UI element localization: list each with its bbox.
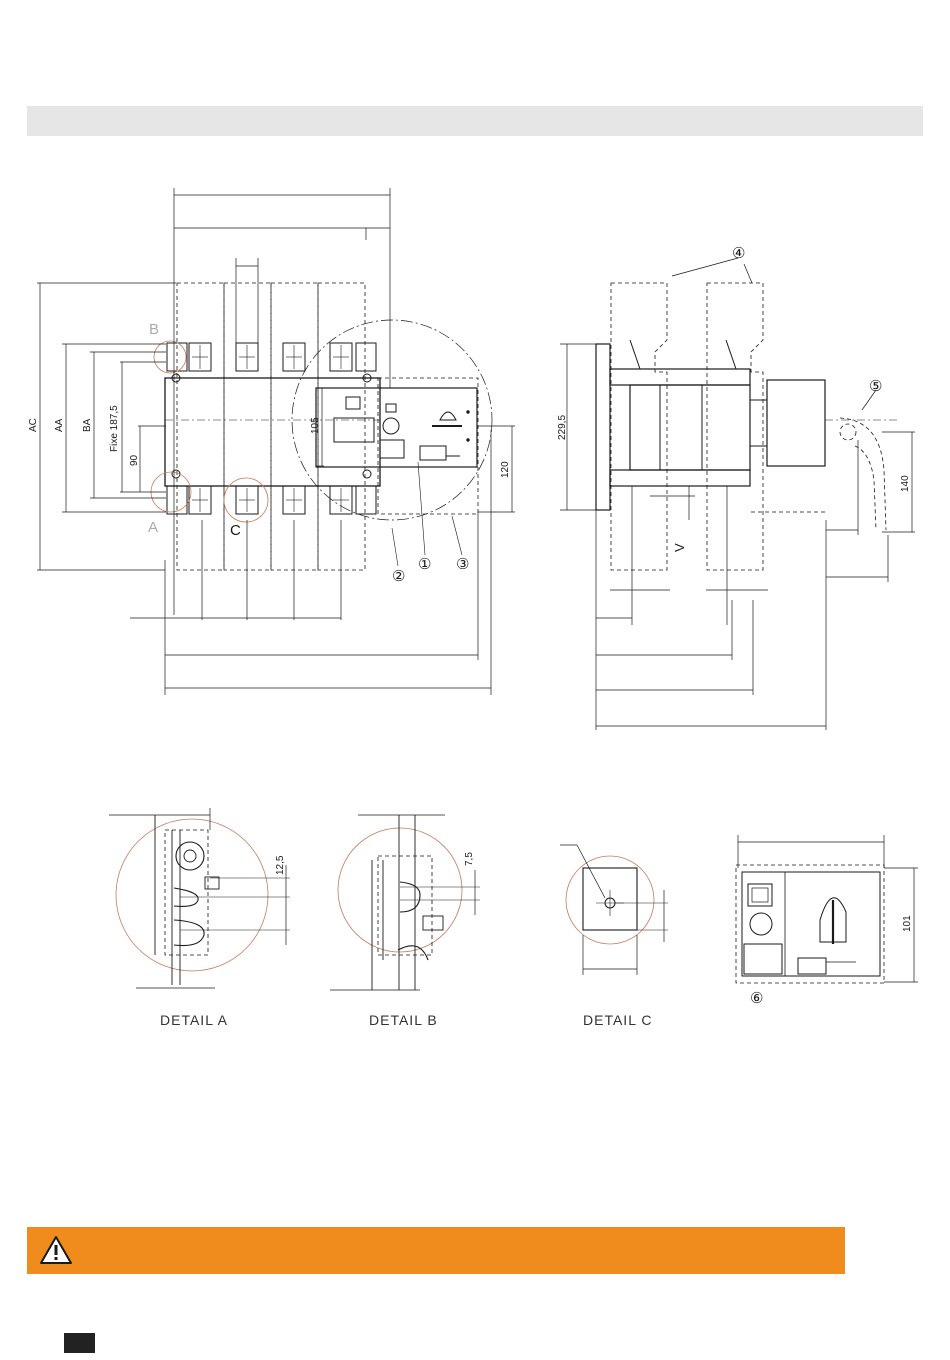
label-90: 90 [129,454,140,466]
label-a: A [148,519,158,536]
label-7-5: 7,5 [464,852,475,866]
label-fixe: Fixe 187,5 [109,405,120,452]
callout-6: ⑥ [750,990,763,1007]
callout-2: ② [392,568,405,585]
label-b: B [149,321,159,338]
detail-c-title: DETAIL C [583,1012,652,1028]
detail-c [560,845,668,975]
warning-triangle-icon [39,1235,73,1265]
callout-5: ⑤ [869,378,882,395]
side-view [596,283,900,625]
callout-4: ④ [732,245,745,262]
label-c: C [230,522,241,539]
detail-control-panel [736,835,918,983]
page-number-box [64,1333,95,1353]
label-ac: AC [28,418,39,432]
detail-a-title: DETAIL A [160,1012,228,1028]
side-dimensions [560,258,915,730]
callout-3: ③ [456,556,469,573]
label-229: 229,5 [557,415,568,440]
label-aa: AA [54,418,65,432]
label-105: 105 [310,417,321,434]
label-12-5: 12,5 [275,855,286,875]
label-ba: BA [82,418,93,432]
label-v: V [672,543,687,552]
warning-band [27,1227,845,1274]
label-101: 101 [902,915,913,932]
label-120: 120 [500,461,511,478]
detail-b-title: DETAIL B [369,1012,438,1028]
callout-1: ① [418,556,431,573]
label-140: 140 [900,475,911,492]
detail-b [330,815,480,990]
detail-a [109,808,290,988]
